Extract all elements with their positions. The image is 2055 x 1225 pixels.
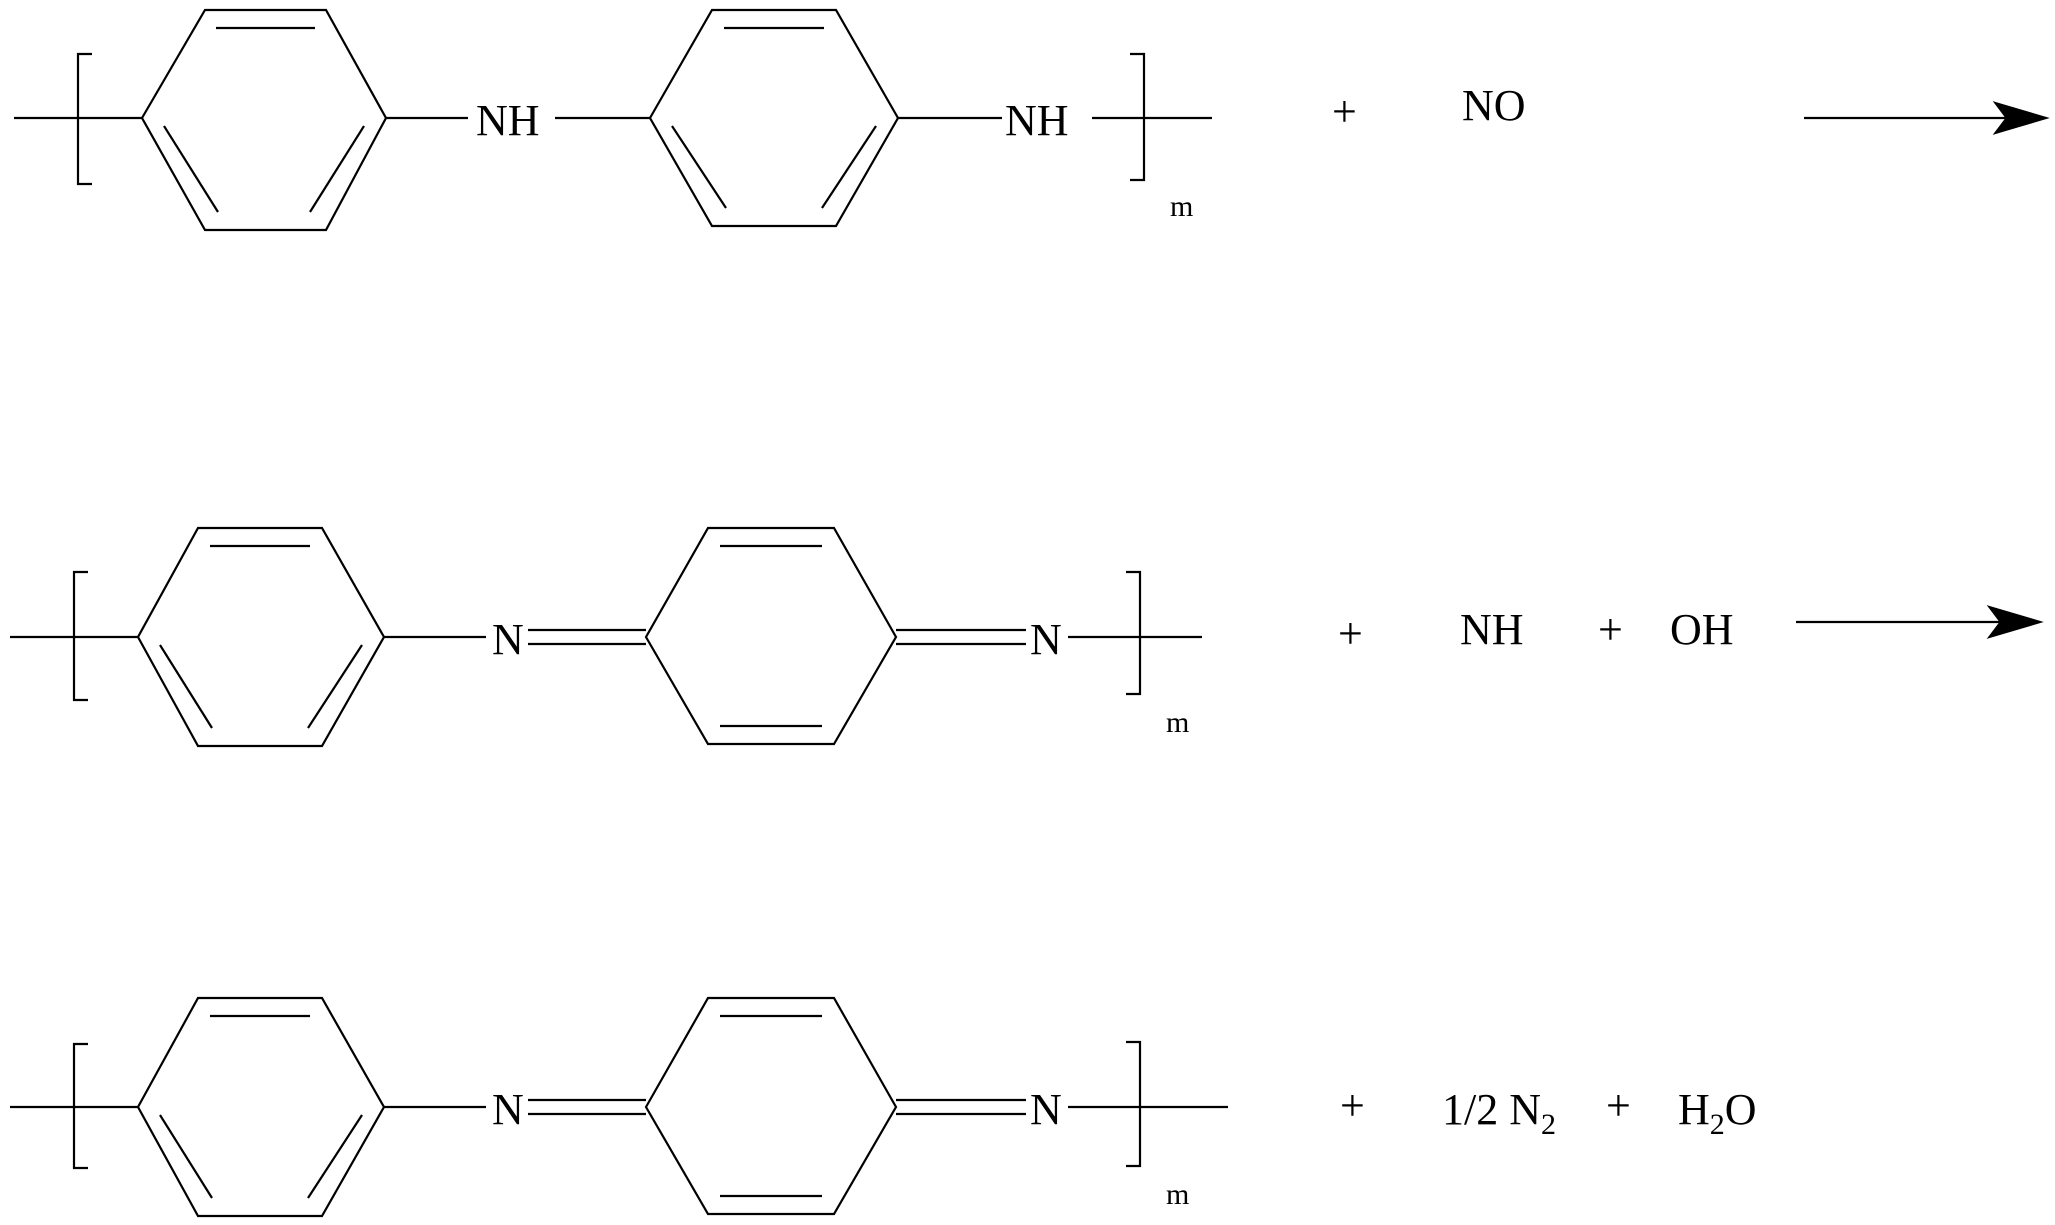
benzene-ring-1 — [140, 8, 388, 232]
plus-sign-2: + — [1598, 605, 1623, 654]
right-bracket — [1130, 52, 1146, 182]
reaction-arrow-1 — [1804, 101, 2050, 135]
quinoid-ring — [644, 526, 898, 746]
benzene-ring-2 — [648, 8, 900, 228]
product-water-h: H — [1678, 1085, 1710, 1134]
left-bracket — [76, 52, 92, 186]
nitrogen-label-1: N — [492, 615, 524, 664]
left-bracket — [72, 1042, 88, 1170]
reagent-nh: NH — [1460, 605, 1524, 654]
right-bracket — [1126, 1040, 1142, 1168]
reagent-oh: OH — [1670, 605, 1734, 654]
product-water-o: O — [1725, 1085, 1757, 1134]
reaction-row-1: NH NH m + NO — [14, 8, 2050, 232]
benzene-ring-1 — [136, 526, 386, 748]
product-water-subscript: 2 — [1710, 1108, 1725, 1141]
plus-sign-2: + — [1606, 1081, 1631, 1130]
reaction-row-2: N N m + NH + OH — [10, 526, 2044, 748]
left-bracket — [72, 570, 88, 702]
plus-sign-1: + — [1340, 1081, 1365, 1130]
repeat-subscript: m — [1166, 706, 1189, 739]
right-bracket — [1126, 570, 1142, 696]
reaction-row-3: N N m + 1/2 N2 + H2O — [10, 996, 1757, 1218]
polymer-repeat-unit: N N m — [10, 526, 1202, 748]
nitrogen-label-2: N — [1030, 615, 1062, 664]
quinoid-ring — [644, 996, 898, 1216]
nitrogen-label-1: N — [492, 1085, 524, 1134]
polymer-repeat-unit: NH NH m — [14, 8, 1212, 232]
plus-sign-1: + — [1338, 609, 1363, 658]
repeat-subscript: m — [1166, 1178, 1189, 1211]
product-half-n2-text: 1/2 N2 — [1442, 1085, 1556, 1141]
product-water: H2O — [1678, 1085, 1757, 1141]
nitrogen-label-2: NH — [1005, 96, 1069, 145]
product-half-n2-subscript: 2 — [1541, 1108, 1556, 1141]
reagent-no: NO — [1462, 81, 1526, 130]
nitrogen-label-1: NH — [476, 96, 540, 145]
reaction-arrow-2 — [1796, 605, 2044, 639]
product-water-text: H2O — [1678, 1085, 1757, 1141]
plus-sign: + — [1332, 87, 1357, 136]
polymer-repeat-unit: N N m — [10, 996, 1228, 1218]
nitrogen-label-2: N — [1030, 1085, 1062, 1134]
product-half-n2: 1/2 N2 — [1442, 1085, 1556, 1141]
repeat-subscript: m — [1170, 190, 1193, 223]
benzene-ring-1 — [136, 996, 386, 1218]
product-half-n2-coef: 1/2 N — [1442, 1085, 1541, 1134]
